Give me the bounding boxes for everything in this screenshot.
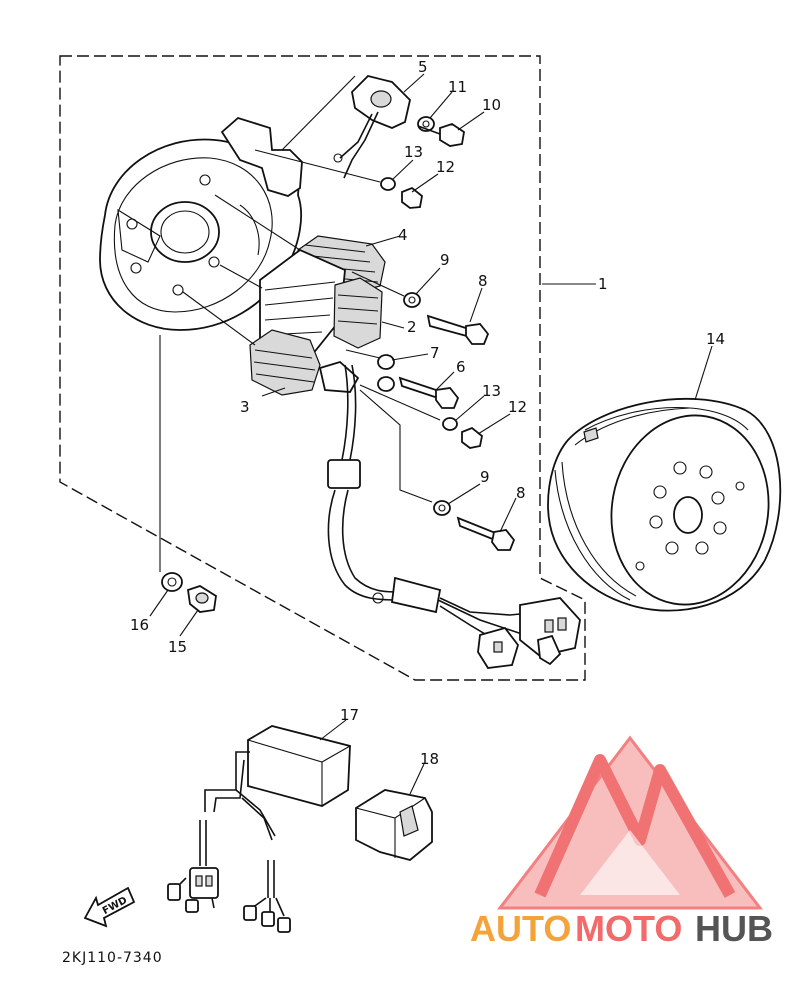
callout-3: 3 <box>240 398 250 416</box>
washer-13-top <box>380 177 396 191</box>
callout-9-upper: 9 <box>440 251 450 269</box>
leader-pickup-base <box>281 75 356 151</box>
washer-13-lower <box>442 417 458 431</box>
fwd-arrow: FWD <box>83 886 136 928</box>
screw-12-top <box>401 186 423 209</box>
cdi-bracket <box>355 789 433 861</box>
wiring-harness <box>327 364 581 669</box>
leader-hw-d <box>359 389 433 503</box>
watermark-logo <box>496 735 764 910</box>
bolt-6 <box>377 376 460 409</box>
washer-9-lower <box>433 500 451 516</box>
leader-hw-b <box>345 349 381 359</box>
callout-7: 7 <box>430 344 440 362</box>
washer-16 <box>161 572 183 592</box>
watermark-m-stroke <box>534 754 736 898</box>
callout-18: 18 <box>420 750 439 768</box>
bolt-8-lower <box>456 516 516 551</box>
drawing-code: 2KJ110-7340 <box>62 950 163 966</box>
callout-13-top: 13 <box>404 143 423 161</box>
bolt-8-upper <box>426 314 490 345</box>
stator-coil-assembly <box>249 235 386 396</box>
callout-13-lower: 13 <box>482 382 501 400</box>
cdi-unit <box>167 725 351 933</box>
screw-12-lower <box>461 426 483 449</box>
callout-numbers: 1 2 3 4 5 6 7 8 8 9 9 10 11 12 12 13 13 … <box>130 58 725 768</box>
leader-hw-e <box>254 149 381 183</box>
leader-stator-base-c <box>182 291 256 346</box>
leader-hw-a <box>351 271 405 297</box>
leader-stator-base-a <box>214 194 301 251</box>
flywheel-rotor <box>547 397 782 612</box>
pickup-coil <box>333 75 411 179</box>
watermark-hub: HUB <box>695 908 773 949</box>
callout-2: 2 <box>407 318 417 336</box>
screw-15 <box>187 585 217 613</box>
callout-14: 14 <box>706 330 725 348</box>
callout-6: 6 <box>456 358 466 376</box>
callout-15: 15 <box>168 638 187 656</box>
callout-1: 1 <box>598 275 608 293</box>
callout-5: 5 <box>418 58 428 76</box>
callout-leaders <box>149 73 713 795</box>
callout-10: 10 <box>482 96 501 114</box>
callout-8-lower: 8 <box>516 484 526 502</box>
callout-16: 16 <box>130 616 149 634</box>
callout-9-lower: 9 <box>480 468 490 486</box>
washer-7 <box>377 354 395 370</box>
assembly-boundary <box>59 55 586 681</box>
watermark-text: AUTO MOTO HUB <box>470 908 773 949</box>
washer-9-upper <box>403 292 421 308</box>
callout-4: 4 <box>398 226 408 244</box>
callout-8-upper: 8 <box>478 272 488 290</box>
callout-11: 11 <box>448 78 467 96</box>
watermark-triangle-inner <box>580 830 680 895</box>
leader-hw-c <box>359 384 441 421</box>
leader-stator-base-b <box>219 264 263 289</box>
watermark-auto: AUTO <box>470 908 571 949</box>
watermark-moto: MOTO <box>575 908 682 949</box>
callout-17: 17 <box>340 706 359 724</box>
callout-12-top: 12 <box>436 158 455 176</box>
callout-12-lower: 12 <box>508 398 527 416</box>
